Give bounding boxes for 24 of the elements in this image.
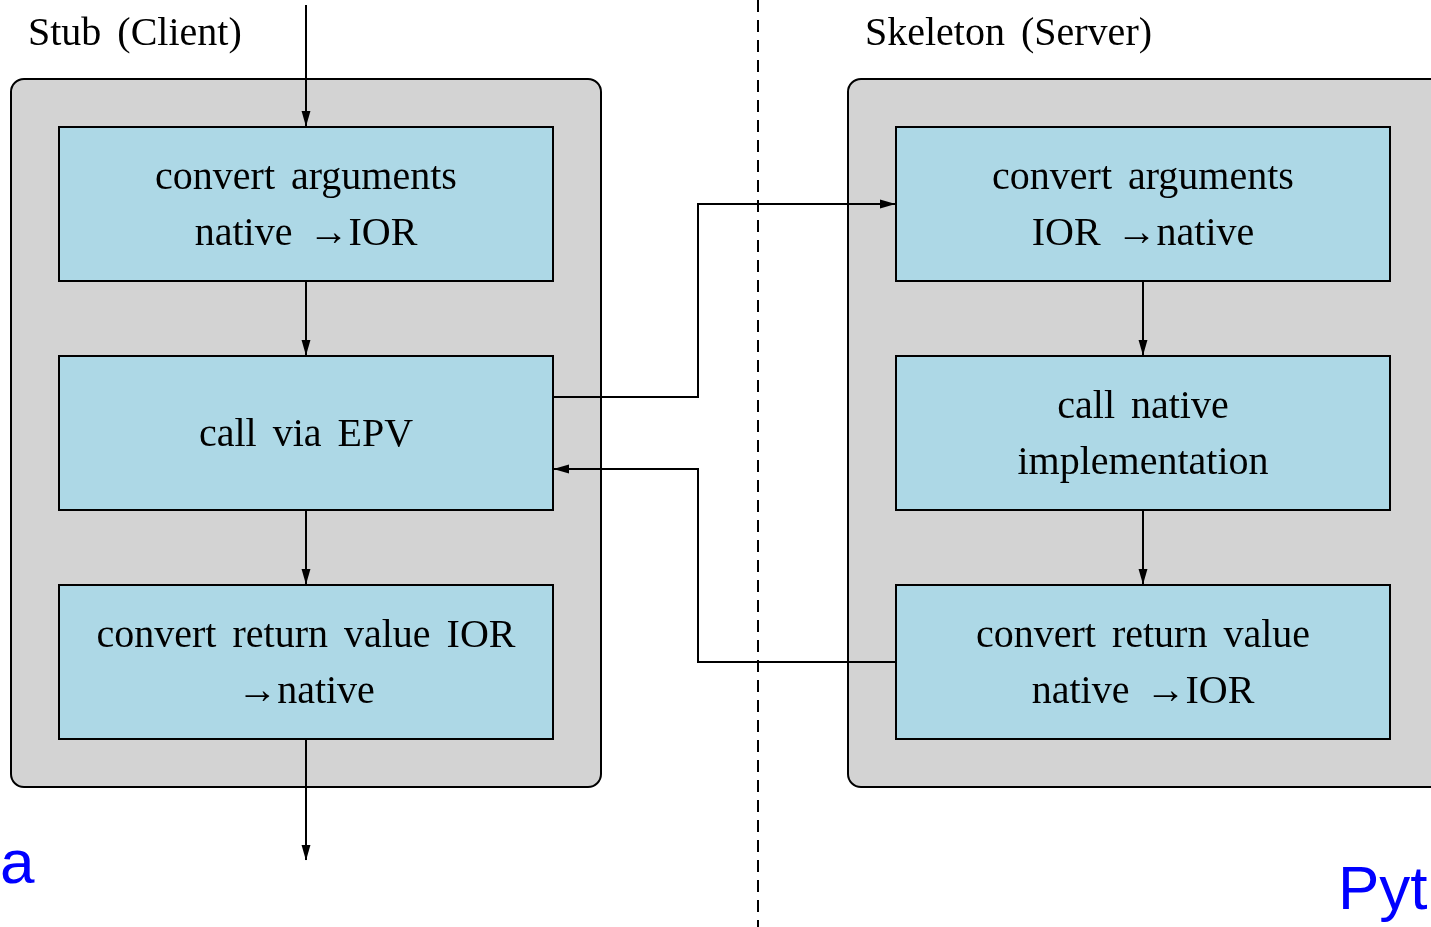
group-heading: Stub (Client)	[28, 8, 242, 55]
process-box	[58, 126, 554, 282]
process-box	[895, 355, 1391, 511]
group-heading: Skeleton (Server)	[865, 8, 1152, 55]
arrow	[301, 281, 311, 356]
language-label: Pyt	[1338, 852, 1428, 923]
box-text: convert arguments IOR →native	[991, 152, 1295, 256]
box-text: call native implementation	[1016, 381, 1270, 485]
box-text: call via EPV	[198, 409, 414, 457]
arrow	[553, 464, 896, 663]
process-box	[895, 584, 1391, 740]
process-box	[895, 126, 1391, 282]
box-text: convert return value IOR →native	[95, 610, 517, 714]
arrow	[301, 739, 311, 861]
arrow	[301, 4, 311, 127]
language-label: a	[0, 826, 35, 897]
arrow	[1138, 510, 1148, 585]
box-text: convert return value native →IOR	[974, 610, 1312, 714]
arrow	[553, 199, 896, 398]
arrow	[1138, 281, 1148, 356]
process-box	[58, 355, 554, 511]
arrow	[301, 510, 311, 585]
box-text: convert arguments native →IOR	[154, 152, 458, 256]
process-box	[58, 584, 554, 740]
